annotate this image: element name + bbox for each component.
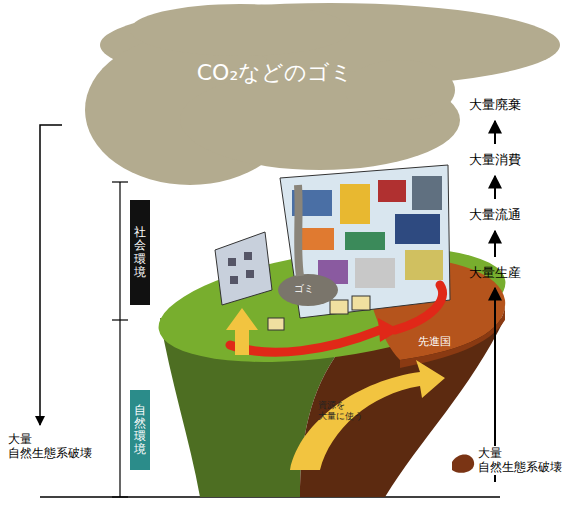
band-social: 社会環境 (130, 200, 150, 305)
node-text: 大量生産 (469, 264, 521, 282)
stage-box: 大量消費 (455, 147, 535, 173)
vertical-label: 社会環境 (134, 226, 146, 279)
drawing-part (228, 258, 236, 266)
resource-label: 資源を 大量に使う (318, 400, 362, 422)
drawing-part (268, 318, 284, 330)
building-windows (228, 252, 254, 284)
node-text: 大量廃棄 (469, 96, 521, 114)
drawing-part (112, 496, 128, 497)
drawing-part (112, 319, 128, 320)
drawing-part (230, 330, 380, 352)
brown-blob (452, 455, 474, 473)
drawing-part (230, 276, 238, 284)
garbage-cloud (85, 3, 560, 185)
yellow-arrow (226, 308, 258, 355)
stage-box: 大量廃棄 (455, 92, 535, 118)
drawing-part (40, 125, 62, 425)
drawing-part (119, 182, 120, 497)
node-text: 大量流通 (469, 206, 521, 224)
side-note: 大量 自然生態系破壊 (8, 432, 103, 461)
developed-edge (400, 300, 505, 368)
region-label: 先進国 (418, 335, 468, 348)
cloud-label: CO₂などのゴミ (150, 54, 400, 92)
node-text: 大量消費 (469, 151, 521, 169)
drawing-part (355, 258, 395, 288)
resource-arrow (290, 360, 445, 470)
city-blocks (292, 176, 443, 288)
drawing-part (345, 232, 385, 250)
drawing-part (412, 176, 442, 210)
vertical-label: 自然環境 (134, 404, 146, 457)
node-text: CO₂などのゴミ (197, 58, 354, 88)
stage-box: 大量生産 (455, 260, 535, 286)
drawing-part (340, 184, 370, 224)
flow-arrowhead (378, 318, 400, 342)
drawing-part (130, 4, 350, 56)
drawing-part (300, 228, 334, 250)
drawing-part (244, 252, 252, 260)
band-nature: 自然環境 (130, 390, 150, 470)
smoke (298, 185, 300, 276)
side-note: 大量 自然生態系破壊 (478, 446, 566, 475)
drawing-part (352, 296, 370, 310)
drawing-part (395, 214, 440, 244)
flow-arrow (494, 231, 496, 257)
flow-arrow (494, 121, 496, 144)
stage-box: 大量流通 (455, 202, 535, 228)
drawing-part (345, 60, 455, 120)
flow-arrow (494, 176, 496, 199)
inner-bracket (112, 182, 128, 497)
drawing-part (395, 285, 443, 330)
garbage-label: ゴミ (294, 283, 324, 295)
building (215, 232, 272, 305)
drawing-part (405, 250, 443, 280)
small-cloud (278, 274, 338, 306)
drawing-part (246, 270, 254, 278)
drawing-part (378, 180, 406, 202)
drawing-part (330, 300, 348, 314)
